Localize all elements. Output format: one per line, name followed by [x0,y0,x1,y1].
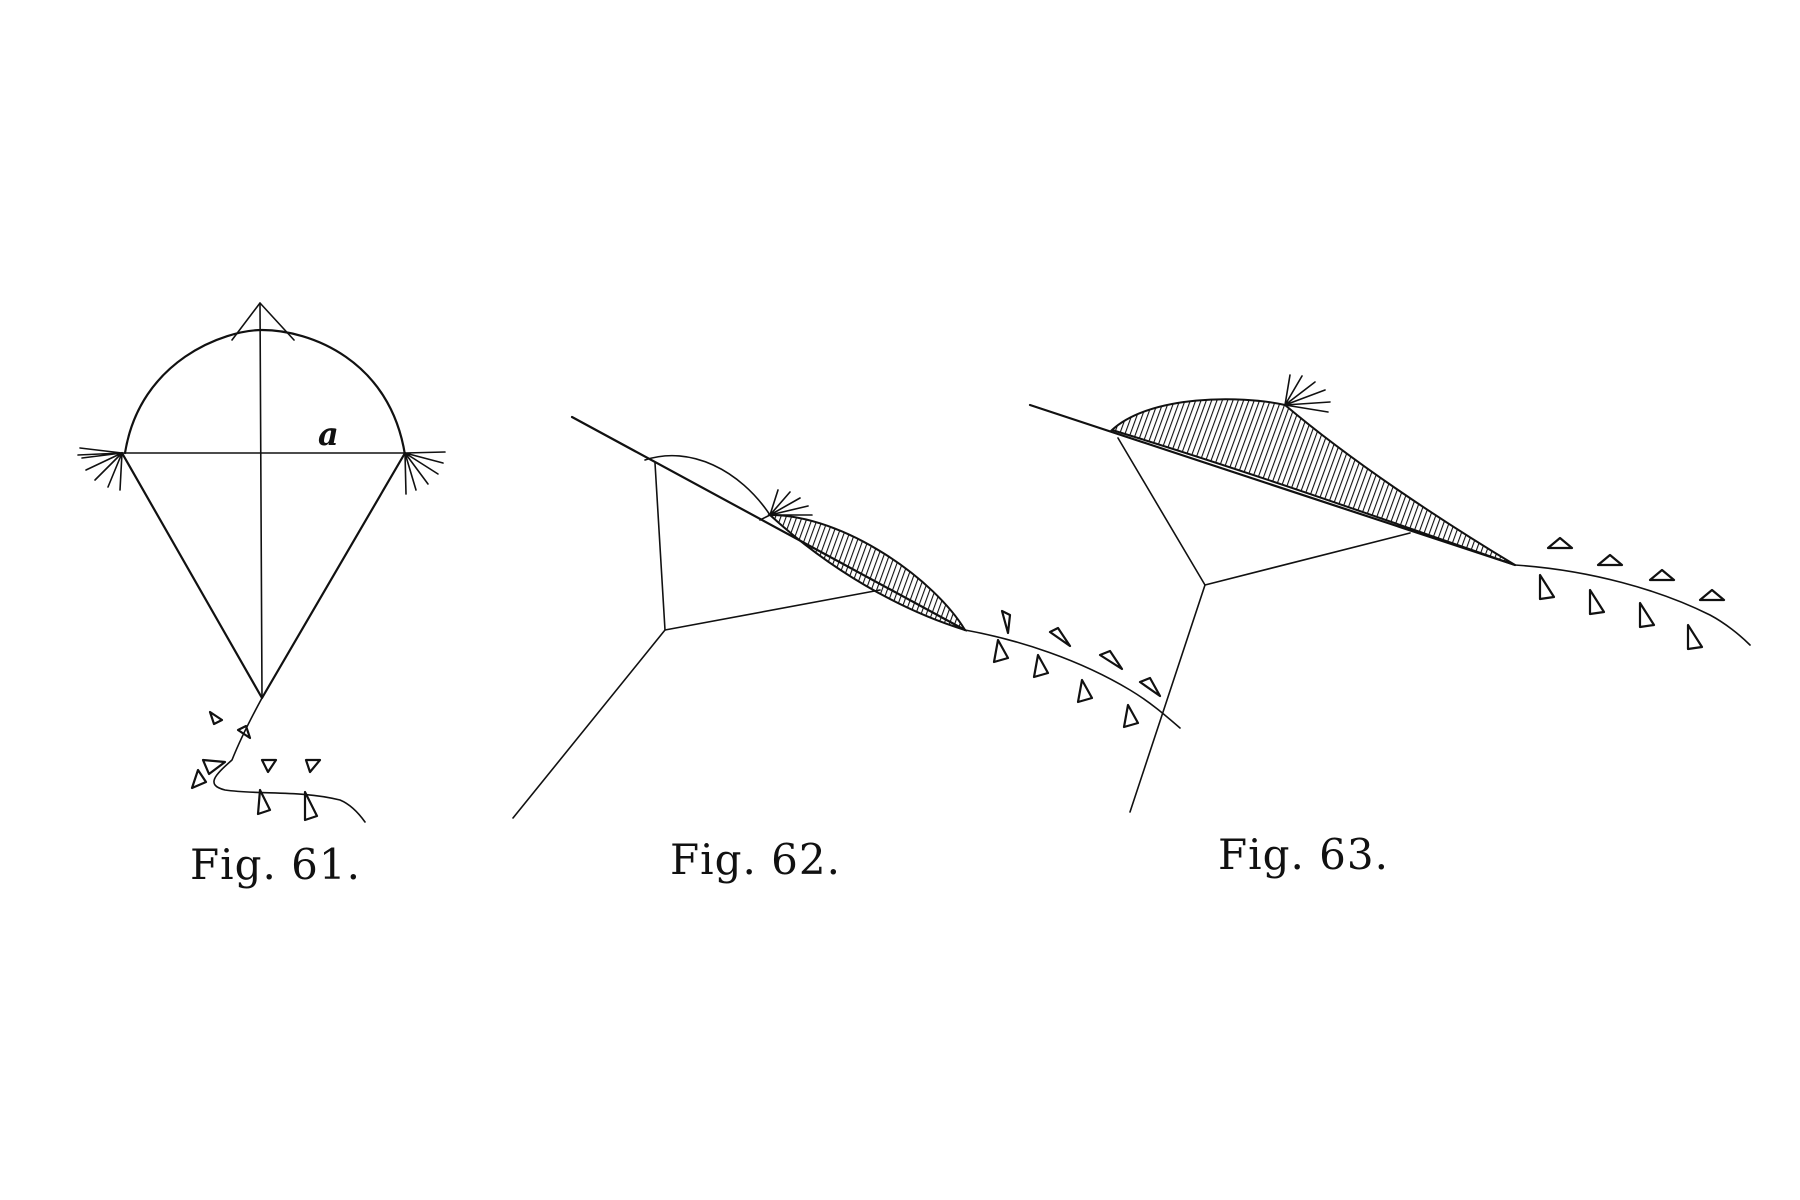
fig63-shaded-sail [1110,398,1516,566]
fig62-caption: Fig. 62. [670,835,841,884]
kite-lower-sides [120,451,407,700]
fig63-tassel-icon [1284,374,1331,413]
fig62-upper-curve [644,454,771,516]
fig61-tail-bows [190,710,322,822]
fig63-caption: Fig. 63. [1218,830,1389,879]
fig62-tail-string [964,629,1181,729]
fig61-caption: Fig. 61. [190,840,361,889]
kite-bow-arc [123,328,407,457]
figure-63-kite-flight [1028,374,1751,813]
fig62-tail-bows [992,609,1162,729]
fig63-main-edge [1028,403,1517,567]
fig63-tail-string [1514,564,1751,646]
figure-62-kite-flight [512,415,1181,819]
kite-spine [259,302,263,699]
fig62-flying-line [512,629,666,819]
fig61-label-a: a [318,415,339,453]
fig61-tail-string [213,697,366,823]
left-tassel-icon [77,447,123,491]
right-tassel-icon [404,451,446,495]
kite-top-cap [231,302,295,341]
fig63-flying-line [1129,584,1206,813]
fig62-tassel-icon [759,489,813,521]
fig63-tail-bows [1538,536,1726,651]
figure-61-kite-front: a [77,302,446,823]
fig62-shaded-sail [767,513,968,632]
